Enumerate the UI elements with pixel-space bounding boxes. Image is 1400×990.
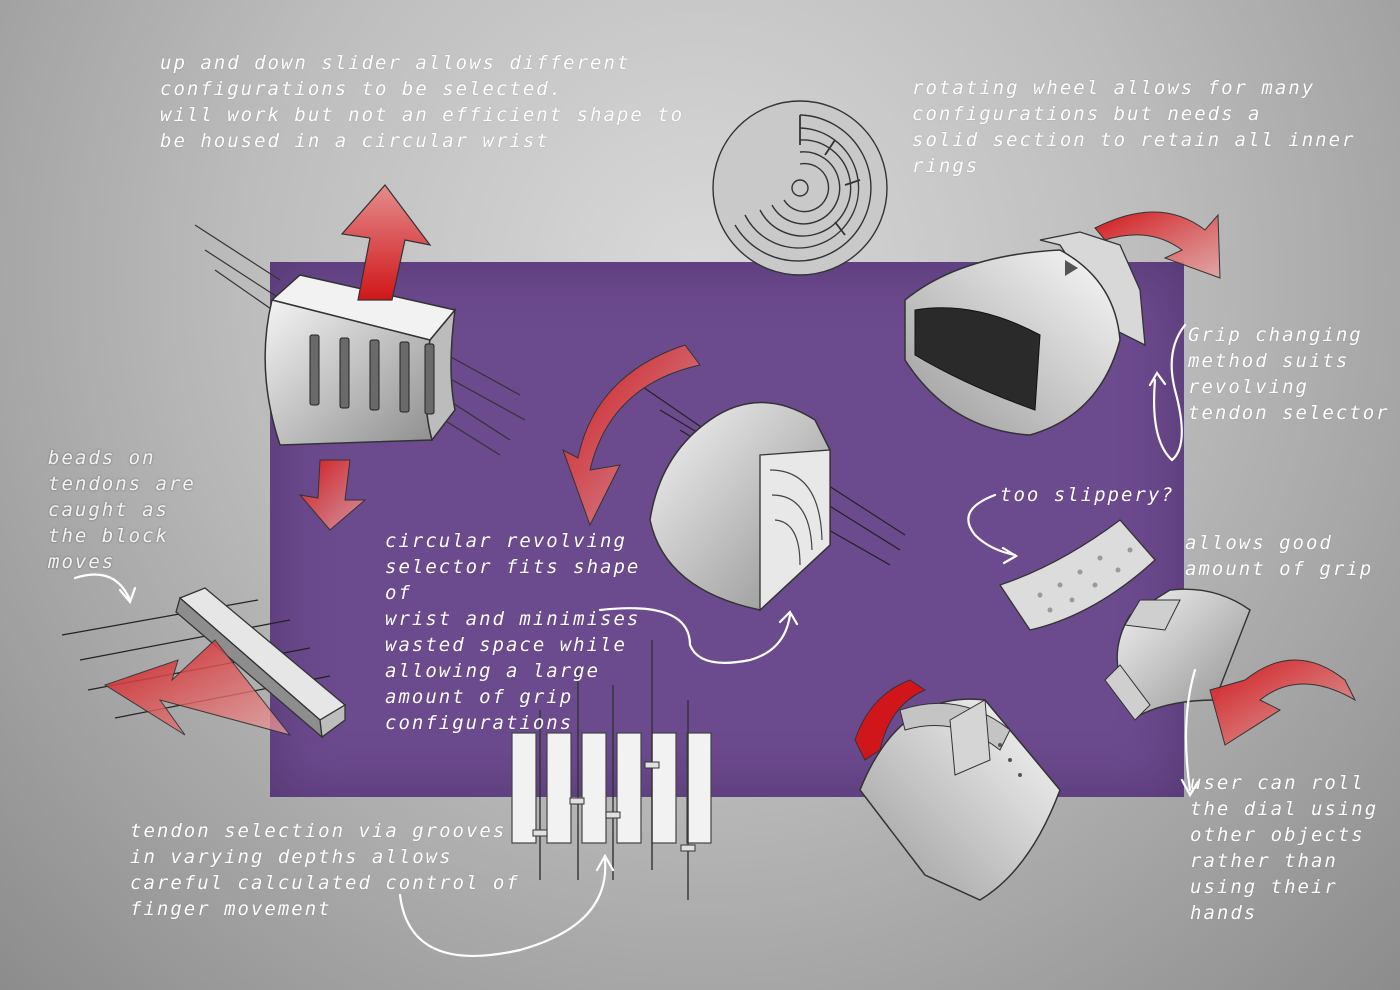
beads-annotation: beads on tendons are caught as the block… [48,447,196,573]
slider-block-sketch [194,224,526,456]
rotating-wheel-sketch [712,100,888,276]
circular-selector-sketch [639,384,906,612]
hand-drawn-arrow-icon [398,853,615,957]
red-arrow-icon [1209,659,1357,746]
red-arrow-icon [340,184,432,301]
red-arrow-icon [854,679,927,761]
too-slippery-annotation: too slippery? [1000,484,1175,506]
slider-annotation: up and down slider allows different conf… [160,52,685,152]
hand-drawn-arrow-icon [598,607,799,664]
wrist-housing-sketch [859,698,1061,901]
red-arrow-icon [1094,211,1221,279]
hand-drawn-arrow-icon [967,493,1019,565]
ridged-dial-sketch [1104,588,1251,721]
red-arrow-icon [562,344,701,527]
red-arrow-icon [298,459,367,531]
red-arrow-icon [103,639,292,736]
hand-drawn-arrow-icon [1180,668,1200,798]
roll-dial-annotation: user can roll the dial using other objec… [1190,772,1379,924]
hand-drawn-arrow-icon [73,573,137,605]
grip-changing-annotation: Grip changing method suits revolving ten… [1188,324,1390,424]
wheel-housing-sketch [904,231,1146,436]
textured-band-sketch [998,519,1156,631]
rotating-wheel-annotation: rotating wheel allows for many configura… [912,77,1356,177]
groove-keys-sketch [511,640,712,900]
hand-drawn-arrow-icon [1148,323,1187,462]
good-grip-annotation: allows good amount of grip [1185,532,1374,580]
grooves-annotation: tendon selection via grooves in varying … [130,820,520,920]
bead-block-sketch [61,587,347,739]
circular-selector-annotation: circular revolving selector fits shape o… [385,530,641,734]
